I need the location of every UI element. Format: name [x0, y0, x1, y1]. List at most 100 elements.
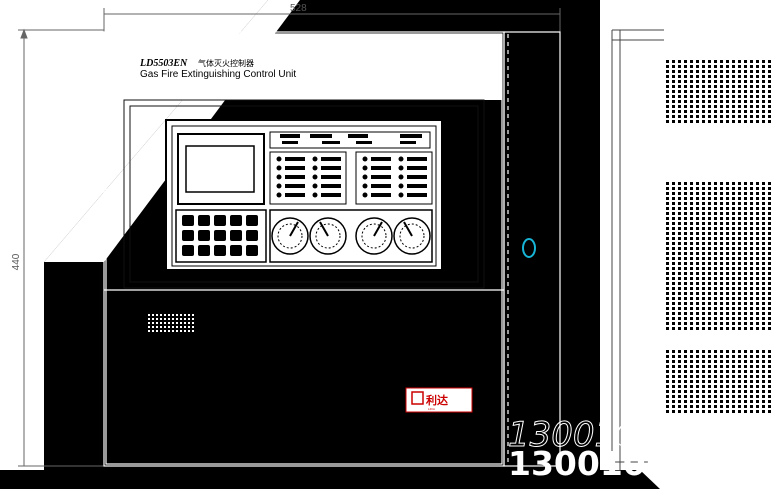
led-dot-right [398, 192, 404, 198]
keypad-key [246, 245, 258, 256]
side-slot [696, 85, 699, 88]
side-slot [726, 182, 729, 185]
side-slot [756, 217, 759, 220]
side-slot [762, 327, 765, 330]
side-slot [732, 287, 735, 290]
side-slot [672, 317, 675, 320]
side-slot [696, 95, 699, 98]
side-slot [744, 307, 747, 310]
side-slot [702, 90, 705, 93]
side-slot [726, 395, 729, 398]
side-slot [672, 405, 675, 408]
side-slot [720, 355, 723, 358]
side-slot [690, 272, 693, 275]
side-slot [714, 242, 717, 245]
side-slot [762, 322, 765, 325]
side-slot [702, 327, 705, 330]
side-slot [684, 110, 687, 113]
side-slot [732, 212, 735, 215]
side-slot [732, 252, 735, 255]
side-slot [678, 105, 681, 108]
rotary-pointer [289, 221, 299, 237]
side-slot [756, 385, 759, 388]
vent-hole [184, 326, 186, 328]
side-slot [744, 312, 747, 315]
side-slot [738, 277, 741, 280]
side-slot [756, 282, 759, 285]
side-slot [768, 307, 771, 310]
side-slot [684, 182, 687, 185]
side-slot [750, 312, 753, 315]
vent-hole [176, 322, 178, 324]
side-slot [732, 262, 735, 265]
side-slot [708, 307, 711, 310]
side-slot [714, 292, 717, 295]
side-slot [726, 405, 729, 408]
side-slot [732, 85, 735, 88]
side-slot [690, 287, 693, 290]
side-slot [672, 277, 675, 280]
side-slot [702, 212, 705, 215]
side-slot [666, 65, 669, 68]
side-slot [756, 70, 759, 73]
side-slot [756, 375, 759, 378]
side-slot [702, 227, 705, 230]
side-slot [702, 192, 705, 195]
side-slot [732, 297, 735, 300]
side-slot [672, 267, 675, 270]
side-slot [672, 385, 675, 388]
side-slot [744, 355, 747, 358]
side-slot [768, 85, 771, 88]
side-slot [684, 410, 687, 413]
side-slot [768, 187, 771, 190]
vent-hole [188, 330, 190, 332]
side-slot [714, 247, 717, 250]
side-slot [726, 120, 729, 123]
side-slot [756, 380, 759, 383]
side-slot [696, 70, 699, 73]
side-slot [768, 297, 771, 300]
side-slot [750, 302, 753, 305]
side-slot [666, 307, 669, 310]
side-slot [726, 110, 729, 113]
side-slot [672, 375, 675, 378]
side-slot [690, 237, 693, 240]
vent-hole [180, 330, 182, 332]
side-slot [732, 322, 735, 325]
side-slot [678, 65, 681, 68]
side-slot [672, 390, 675, 393]
side-slot [750, 375, 753, 378]
side-slot [684, 75, 687, 78]
side-slot [732, 292, 735, 295]
side-slot [714, 410, 717, 413]
side-slot [666, 70, 669, 73]
side-slot [744, 115, 747, 118]
side-slot [738, 292, 741, 295]
side-slot [720, 60, 723, 63]
side-slot [678, 400, 681, 403]
side-slot [714, 307, 717, 310]
side-slot [714, 192, 717, 195]
side-slot [678, 380, 681, 383]
vent-hole [152, 322, 154, 324]
side-slot [738, 380, 741, 383]
side-slot [708, 212, 711, 215]
brand-badge: 利达 LIDA [405, 387, 473, 413]
side-slot [726, 105, 729, 108]
side-slot [666, 292, 669, 295]
side-slot [750, 322, 753, 325]
side-slot [684, 247, 687, 250]
side-slot [690, 120, 693, 123]
side-slot [690, 232, 693, 235]
side-slot [756, 90, 759, 93]
side-slot [762, 60, 765, 63]
side-slot [732, 207, 735, 210]
side-slot [768, 110, 771, 113]
side-slot [726, 375, 729, 378]
vent-hole [156, 330, 158, 332]
side-slot [762, 120, 765, 123]
side-slot [726, 297, 729, 300]
side-slot [768, 400, 771, 403]
side-slot [714, 355, 717, 358]
side-slot [702, 287, 705, 290]
